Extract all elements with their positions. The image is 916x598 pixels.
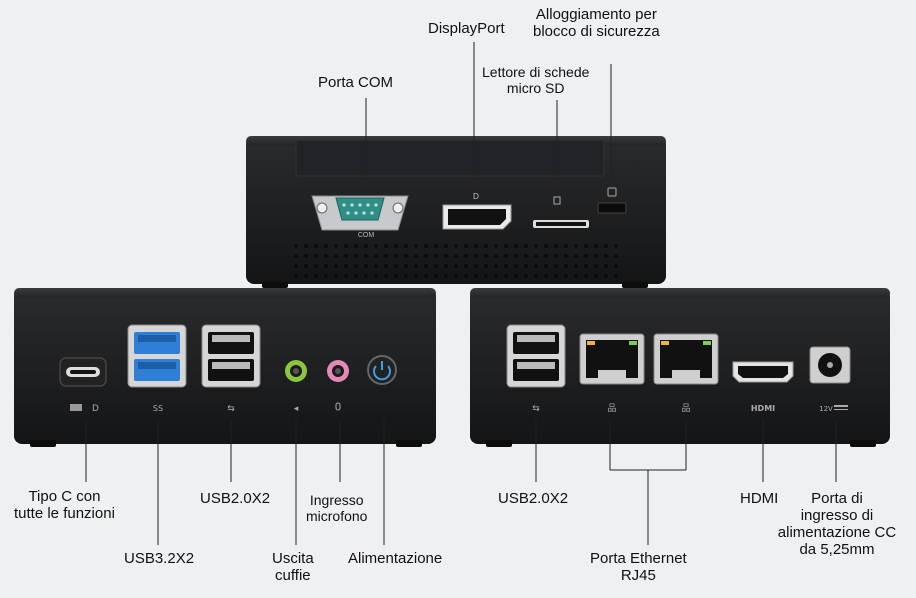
label-porta-com: Porta COM — [318, 74, 394, 91]
label-alloggiamento: Alloggiamento per blocco di sicurezza — [533, 6, 660, 40]
label-usb32: USB3.2X2 — [124, 550, 195, 567]
rear-vent-grille — [294, 244, 618, 278]
usb2-ports-right — [506, 324, 566, 388]
security-lock-slot — [597, 187, 627, 214]
hdmi-port — [732, 361, 794, 383]
label-ingresso-microfono: Ingresso microfono — [306, 492, 368, 524]
network-icon: 品 — [607, 403, 616, 414]
front-device-left: D SS ⇆ ◂ — [14, 288, 436, 447]
microphone-jack — [327, 360, 349, 382]
ethernet-port-1 — [579, 333, 645, 385]
hdmi-logo: HDMI — [751, 404, 775, 413]
power-button — [367, 355, 397, 385]
svg-text:D: D — [92, 404, 99, 414]
usb-icon: ⇆ — [532, 404, 540, 414]
lock-icon — [607, 187, 617, 197]
label-alimentazione: Alimentazione — [348, 550, 443, 567]
label-hdmi: HDMI — [740, 490, 779, 507]
dc-voltage-label: 12V — [819, 405, 833, 413]
usb-icon: ⇆ — [227, 404, 235, 414]
rear-device: COM D — [246, 136, 666, 288]
dc-power-jack — [809, 346, 851, 384]
speaker-icon: ◂ — [294, 404, 299, 414]
com-port-label: COM — [358, 232, 375, 239]
usb3-ports — [127, 324, 187, 388]
label-porta-alimentazione-cc: Porta di ingresso di alimentazione CC da… — [777, 490, 897, 558]
ethernet-port-2 — [653, 333, 719, 385]
label-uscita-cuffie: Uscita cuffie — [272, 550, 314, 584]
com-port — [311, 195, 409, 231]
front-device-right: ⇆ 品 品 HDMI 12V — [470, 288, 890, 447]
usb2-ports-left — [201, 324, 261, 388]
usb-ss-logo: SS — [153, 404, 163, 413]
callout-lines — [85, 42, 837, 545]
usb-c-port — [59, 357, 107, 387]
label-lettore: Lettore di schede micro SD — [482, 64, 590, 96]
displayport-icon: D — [473, 192, 479, 201]
usb-c-icons: D — [70, 404, 99, 414]
label-displayport: DisplayPort — [428, 20, 505, 37]
label-tipo-c: Tipo C con tutte le funzioni — [14, 488, 115, 522]
label-usb20-left: USB2.0X2 — [200, 490, 271, 507]
label-porta-ethernet: Porta Ethernet RJ45 — [590, 550, 687, 584]
label-usb20-right: USB2.0X2 — [498, 490, 569, 507]
network-icon: 品 — [681, 403, 690, 414]
displayport-port: D — [442, 192, 512, 230]
headphone-jack — [285, 360, 307, 382]
sd-card-icon — [553, 196, 561, 205]
micro-sd-slot — [533, 196, 589, 228]
microphone-icon — [335, 402, 341, 411]
